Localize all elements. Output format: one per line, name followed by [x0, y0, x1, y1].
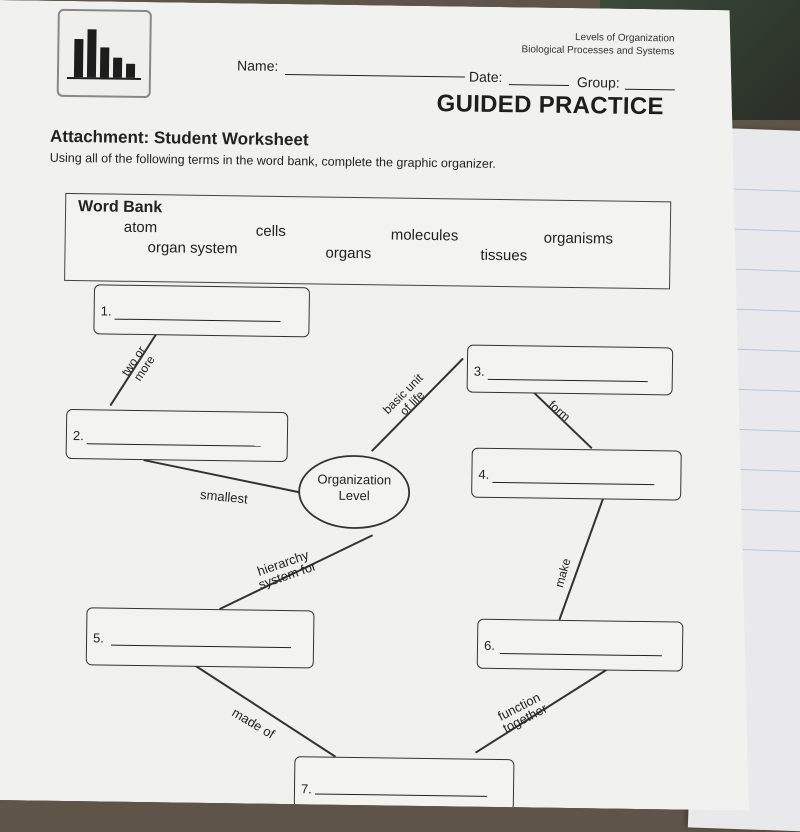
box-number: 7.	[300, 781, 312, 797]
answer-line[interactable]	[488, 379, 648, 382]
answer-line[interactable]	[492, 482, 654, 485]
worksheet-page: Levels of Organization Biological Proces…	[0, 0, 760, 811]
center-label-line2: Level	[338, 487, 370, 504]
answer-line[interactable]	[500, 653, 662, 656]
answer-line[interactable]	[315, 793, 487, 796]
organizer-connectors	[0, 0, 760, 811]
box-number: 4.	[478, 466, 490, 482]
answer-box-3[interactable]: 3.	[467, 345, 674, 396]
answer-line[interactable]	[115, 319, 281, 322]
box-number: 3.	[473, 363, 485, 379]
box-number: 1.	[100, 303, 112, 319]
box-number: 6.	[483, 637, 495, 653]
box-number: 2.	[72, 428, 84, 444]
answer-box-6[interactable]: 6.	[477, 619, 684, 672]
center-label: Organization Level	[299, 471, 409, 505]
answer-box-2[interactable]: 2.	[66, 409, 289, 462]
center-ellipse	[299, 455, 410, 529]
answer-line[interactable]	[111, 645, 291, 649]
answer-line[interactable]	[87, 443, 261, 446]
answer-box-7[interactable]: 7.	[294, 756, 515, 811]
answer-box-5[interactable]: 5.	[86, 607, 315, 668]
answer-box-1[interactable]: 1.	[93, 284, 310, 337]
box-number: 5.	[92, 630, 105, 646]
answer-box-4[interactable]: 4.	[471, 448, 682, 501]
center-label-line1: Organization	[317, 471, 392, 488]
